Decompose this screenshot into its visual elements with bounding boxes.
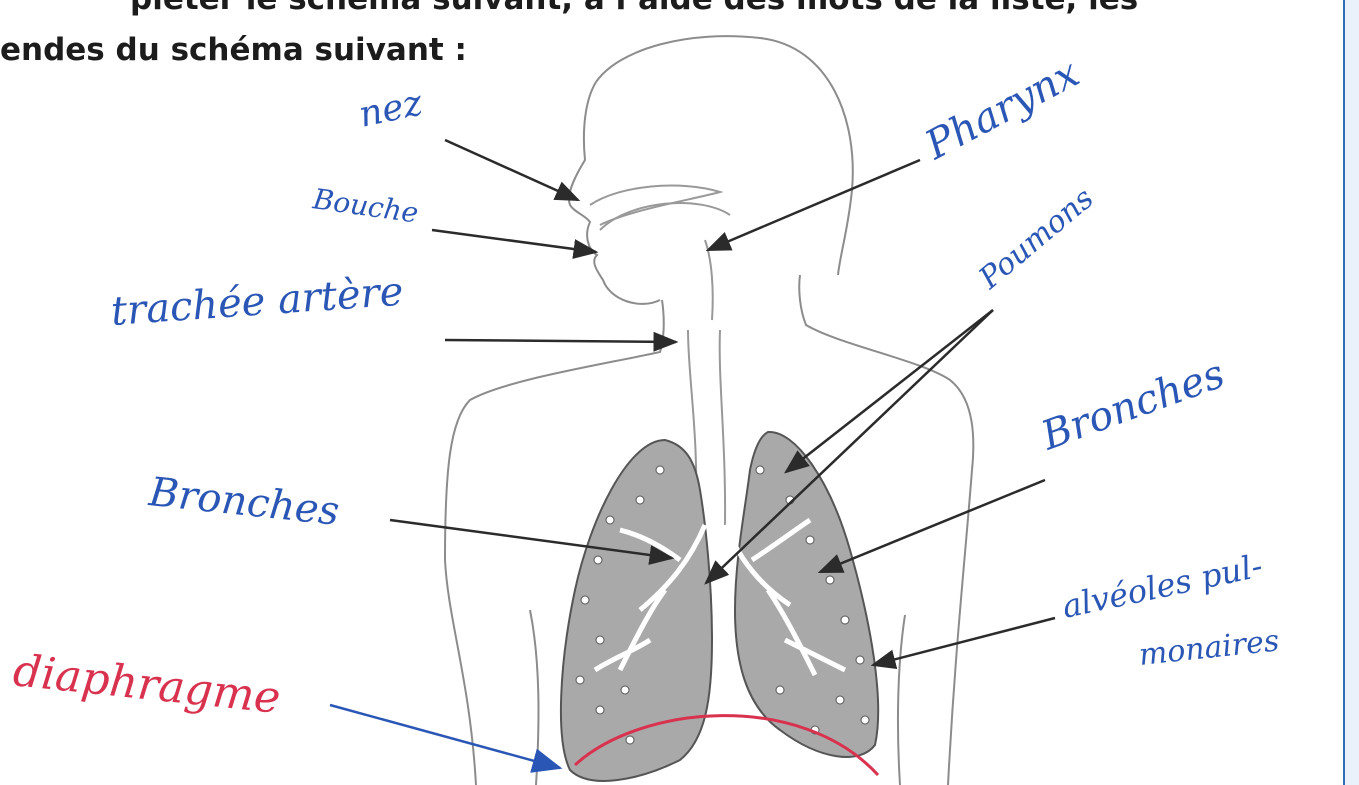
label-diaphragme: diaphragme — [11, 645, 283, 724]
right-lung — [735, 432, 878, 757]
label-trachee: trachée artère — [109, 269, 404, 335]
trachea-right — [720, 330, 725, 525]
arrow-alveoles — [873, 618, 1055, 665]
pharynx-tube — [705, 240, 713, 320]
label-pharynx: Pharynx — [917, 50, 1087, 169]
arrow-trachee — [445, 340, 676, 342]
arrow-nez — [445, 140, 578, 200]
arrow-poumons-right — [786, 310, 993, 472]
label-bronches-right: Bronches — [1035, 351, 1231, 460]
arrow-poumons-left — [706, 310, 993, 583]
arrow-pharynx — [708, 160, 920, 250]
arrow-diaphragme — [330, 705, 560, 768]
left-side-torso — [445, 560, 476, 785]
label-alveoles-line1: alvéoles pul- — [1059, 546, 1266, 625]
lungs — [561, 432, 878, 781]
page-frame-edge — [1343, 0, 1359, 785]
label-poumons: Poumons — [972, 181, 1101, 297]
head-outline — [596, 36, 853, 275]
label-alveoles-line2: monaires — [1137, 623, 1281, 673]
oral-cavity-arc — [600, 203, 730, 230]
left-arm-line — [530, 610, 538, 785]
right-arm-line — [898, 615, 905, 785]
arrow-bronches-right — [820, 480, 1045, 572]
label-bronches-left: Bronches — [146, 469, 341, 535]
label-bouche: Bouche — [310, 182, 420, 230]
arrow-bouche — [432, 230, 596, 252]
label-nez: nez — [355, 82, 427, 136]
